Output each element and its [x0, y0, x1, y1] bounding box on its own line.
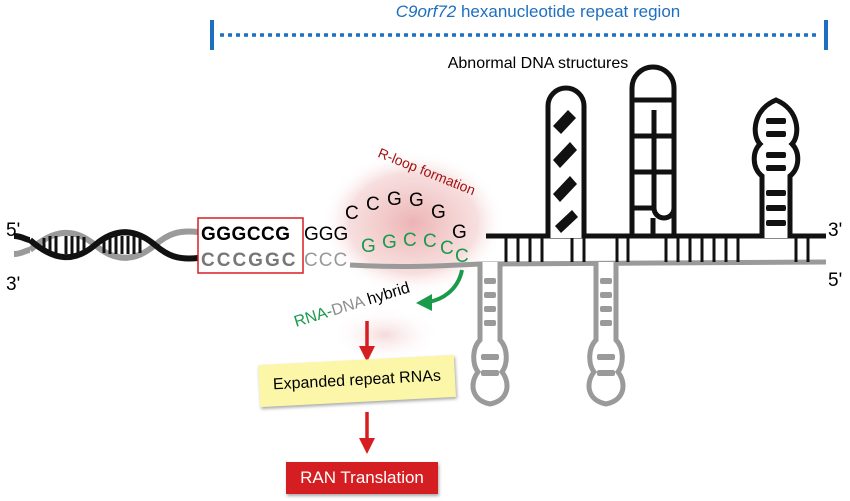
- bottom-repeat-sequence: CCC: [304, 250, 348, 271]
- lollipop-hairpin: [751, 97, 801, 238]
- abnormal-dna-label: Abnormal DNA structures: [448, 55, 629, 72]
- bottom-boxed-sequence: CCCGGC: [201, 250, 297, 271]
- rising-letter: G: [452, 222, 467, 243]
- gray-hairpin-left: [470, 262, 510, 407]
- ladder-structure: [629, 64, 677, 238]
- green-curve-arrow: [416, 269, 464, 311]
- red-arrow-1: [359, 321, 375, 362]
- rloop-glow: [321, 151, 505, 295]
- ran-translation-box: RAN Translation: [286, 462, 438, 494]
- red-arrow-2: [359, 412, 375, 454]
- top-boxed-sequence: GGGCCG: [201, 224, 291, 245]
- right-5prime-label: 5': [828, 270, 842, 291]
- rising-letter: G: [431, 202, 446, 223]
- base-pair-rungs: [504, 236, 810, 262]
- rising-letter: C: [345, 203, 359, 224]
- rising-letter: G: [387, 189, 402, 210]
- gray-hairpin-right: [586, 262, 626, 407]
- rna-letter: C: [403, 230, 417, 251]
- rising-letter: G: [409, 190, 424, 211]
- right-3prime-label: 3': [828, 220, 842, 241]
- double-helix: [13, 228, 199, 262]
- ran-translation-label: RAN Translation: [300, 468, 424, 487]
- rna-strand-letters: G G C C C C: [361, 230, 469, 267]
- expanded-repeat-rnas-label: Expanded repeat RNAs: [272, 367, 442, 394]
- rna-letter: G: [382, 232, 397, 253]
- rna-letter: C: [423, 231, 437, 252]
- hexanucleotide-box: [197, 217, 304, 274]
- left-5prime-label: 5': [6, 220, 20, 241]
- rising-top-strand: C C G G G G: [345, 189, 467, 243]
- rising-letter: C: [366, 194, 380, 215]
- left-3prime-label: 3': [6, 274, 20, 295]
- repeat-region-bar: [210, 20, 828, 50]
- top-repeat-sequence: GGG: [304, 224, 348, 245]
- hairpin-structure: [545, 85, 587, 238]
- rna-letter: G: [361, 236, 376, 257]
- region-title: C9orf72 hexanucleotide repeat region: [396, 2, 680, 21]
- rna-glow: [330, 307, 440, 363]
- rna-letter: C: [455, 246, 469, 267]
- rna-letter: C: [440, 238, 454, 259]
- bottom-strand: [349, 259, 827, 270]
